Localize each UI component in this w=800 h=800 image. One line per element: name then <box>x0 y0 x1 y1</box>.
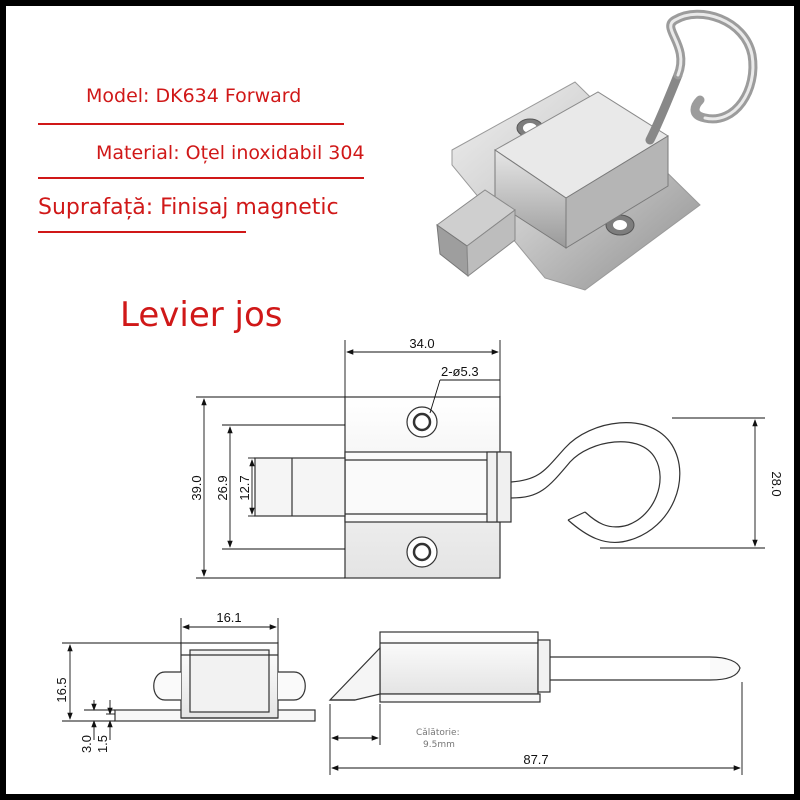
dim-top-width: 34.0 <box>409 336 434 351</box>
spec-underline-material <box>38 177 364 179</box>
spec-underline-surface <box>38 231 246 233</box>
dim-inner-height: 26.9 <box>215 475 230 500</box>
spec-surface: Suprafață: Finisaj magnetic <box>38 195 339 220</box>
dim-overall-height: 39.0 <box>189 475 204 500</box>
side-view-dimensions <box>329 682 743 775</box>
spec-material: Material: Oțel inoxidabil 304 <box>96 142 365 164</box>
dim-plate-thickness: 1.5 <box>95 735 110 753</box>
dim-hook-height: 28.0 <box>769 471 784 496</box>
front-view-dimensions <box>62 618 279 740</box>
side-view <box>328 631 741 703</box>
top-view-dimensions <box>196 340 765 579</box>
spec-model: Model: DK634 Forward <box>86 85 302 107</box>
top-view <box>254 396 681 579</box>
spec-underline-model <box>38 123 344 125</box>
dim-bolt-height: 12.7 <box>237 475 252 500</box>
travel-value: 9.5mm <box>423 740 455 750</box>
travel-label: Cǎlătorie: <box>416 728 460 738</box>
spec-lever: Levier jos <box>120 295 283 335</box>
dim-side-height: 16.5 <box>54 677 69 702</box>
dim-overall-length: 87.7 <box>523 752 548 767</box>
front-view <box>114 642 316 722</box>
dim-side-width: 16.1 <box>216 610 241 625</box>
product-photo <box>436 9 758 291</box>
dim-hole-spec: 2-ø5.3 <box>441 364 479 379</box>
dim-base-thickness: 3.0 <box>79 735 94 753</box>
